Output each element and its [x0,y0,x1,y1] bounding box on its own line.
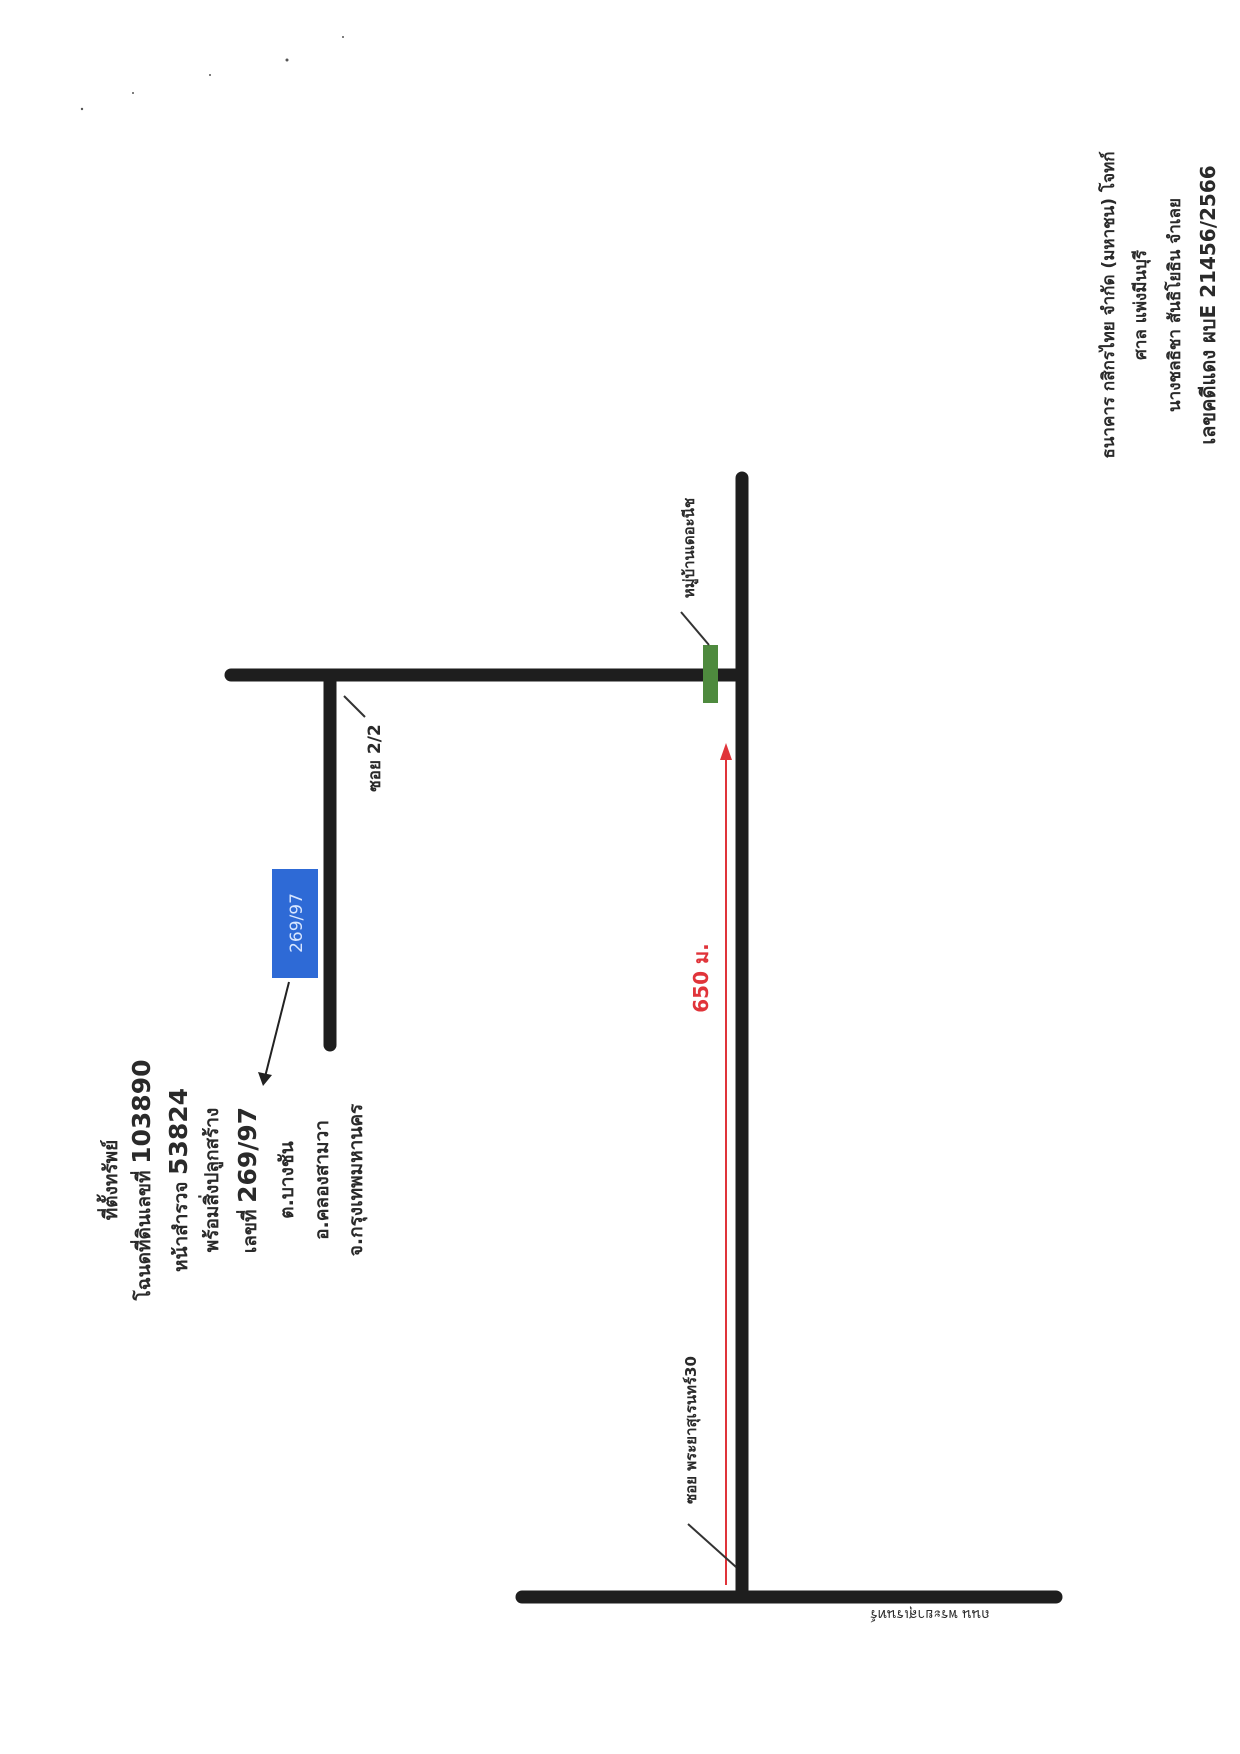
plot-label: 269/97 [287,893,307,953]
village-leader [680,611,710,646]
deed-line: โฉนดที่ดินเลขที่ 103890 [127,1060,156,1302]
branch-soi-leader [343,695,366,718]
main-soi-leader [687,1523,737,1568]
plot-269-97 [272,869,318,978]
subdistrict-line: ต.บางชัน [276,1141,298,1218]
province-line: จ.กรุงเทพมหานคร [345,1103,368,1256]
house-number-line: เลขที่ 269/97 [233,1107,262,1253]
property-info: ที่ตั้งทรัพย์ โฉนดที่ดินเลขที่ 103890 หน… [96,1060,368,1302]
village-marker [703,645,718,703]
distance-label: 650 ม. [689,943,713,1013]
survey-line: หน้าสำรวจ 53824 [164,1088,193,1272]
branch-soi-label: ซอย 2/2 [365,724,385,792]
case-number-line: เลขคดีแดง ผบE 21456/2566 [1196,165,1220,444]
defendant-line: นางชลธิชา สันธิโยธิน จำเลย [1164,198,1185,412]
arrow-down-left-icon [258,981,290,1086]
main-soi-label: ซอย พระยาสุเรนทร์30 [682,1356,701,1504]
plaintiff-line: ธนาคาร กสิกรไทย จำกัด (มหาชน) โจทก์ [1098,151,1119,458]
village-label: หมู่บ้านเดอะนีช [680,498,699,598]
building-line: พร้อมสิ่งปลูกสร้าง [198,1108,224,1253]
district-line: อ.คลองสามวา [311,1120,333,1240]
court-line: ศาล แพ่งมีนบุรี [1130,249,1151,360]
scan-specks [80,36,344,111]
property-title: ที่ตั้งทรัพย์ [96,1140,122,1221]
case-header: ธนาคาร กสิกรไทย จำกัด (มหาชน) โจทก์ ศาล … [1098,151,1220,458]
main-road-label: ถนน พระยาสุเรนทร์ [870,1606,990,1623]
arrow-up-icon [720,743,732,1585]
